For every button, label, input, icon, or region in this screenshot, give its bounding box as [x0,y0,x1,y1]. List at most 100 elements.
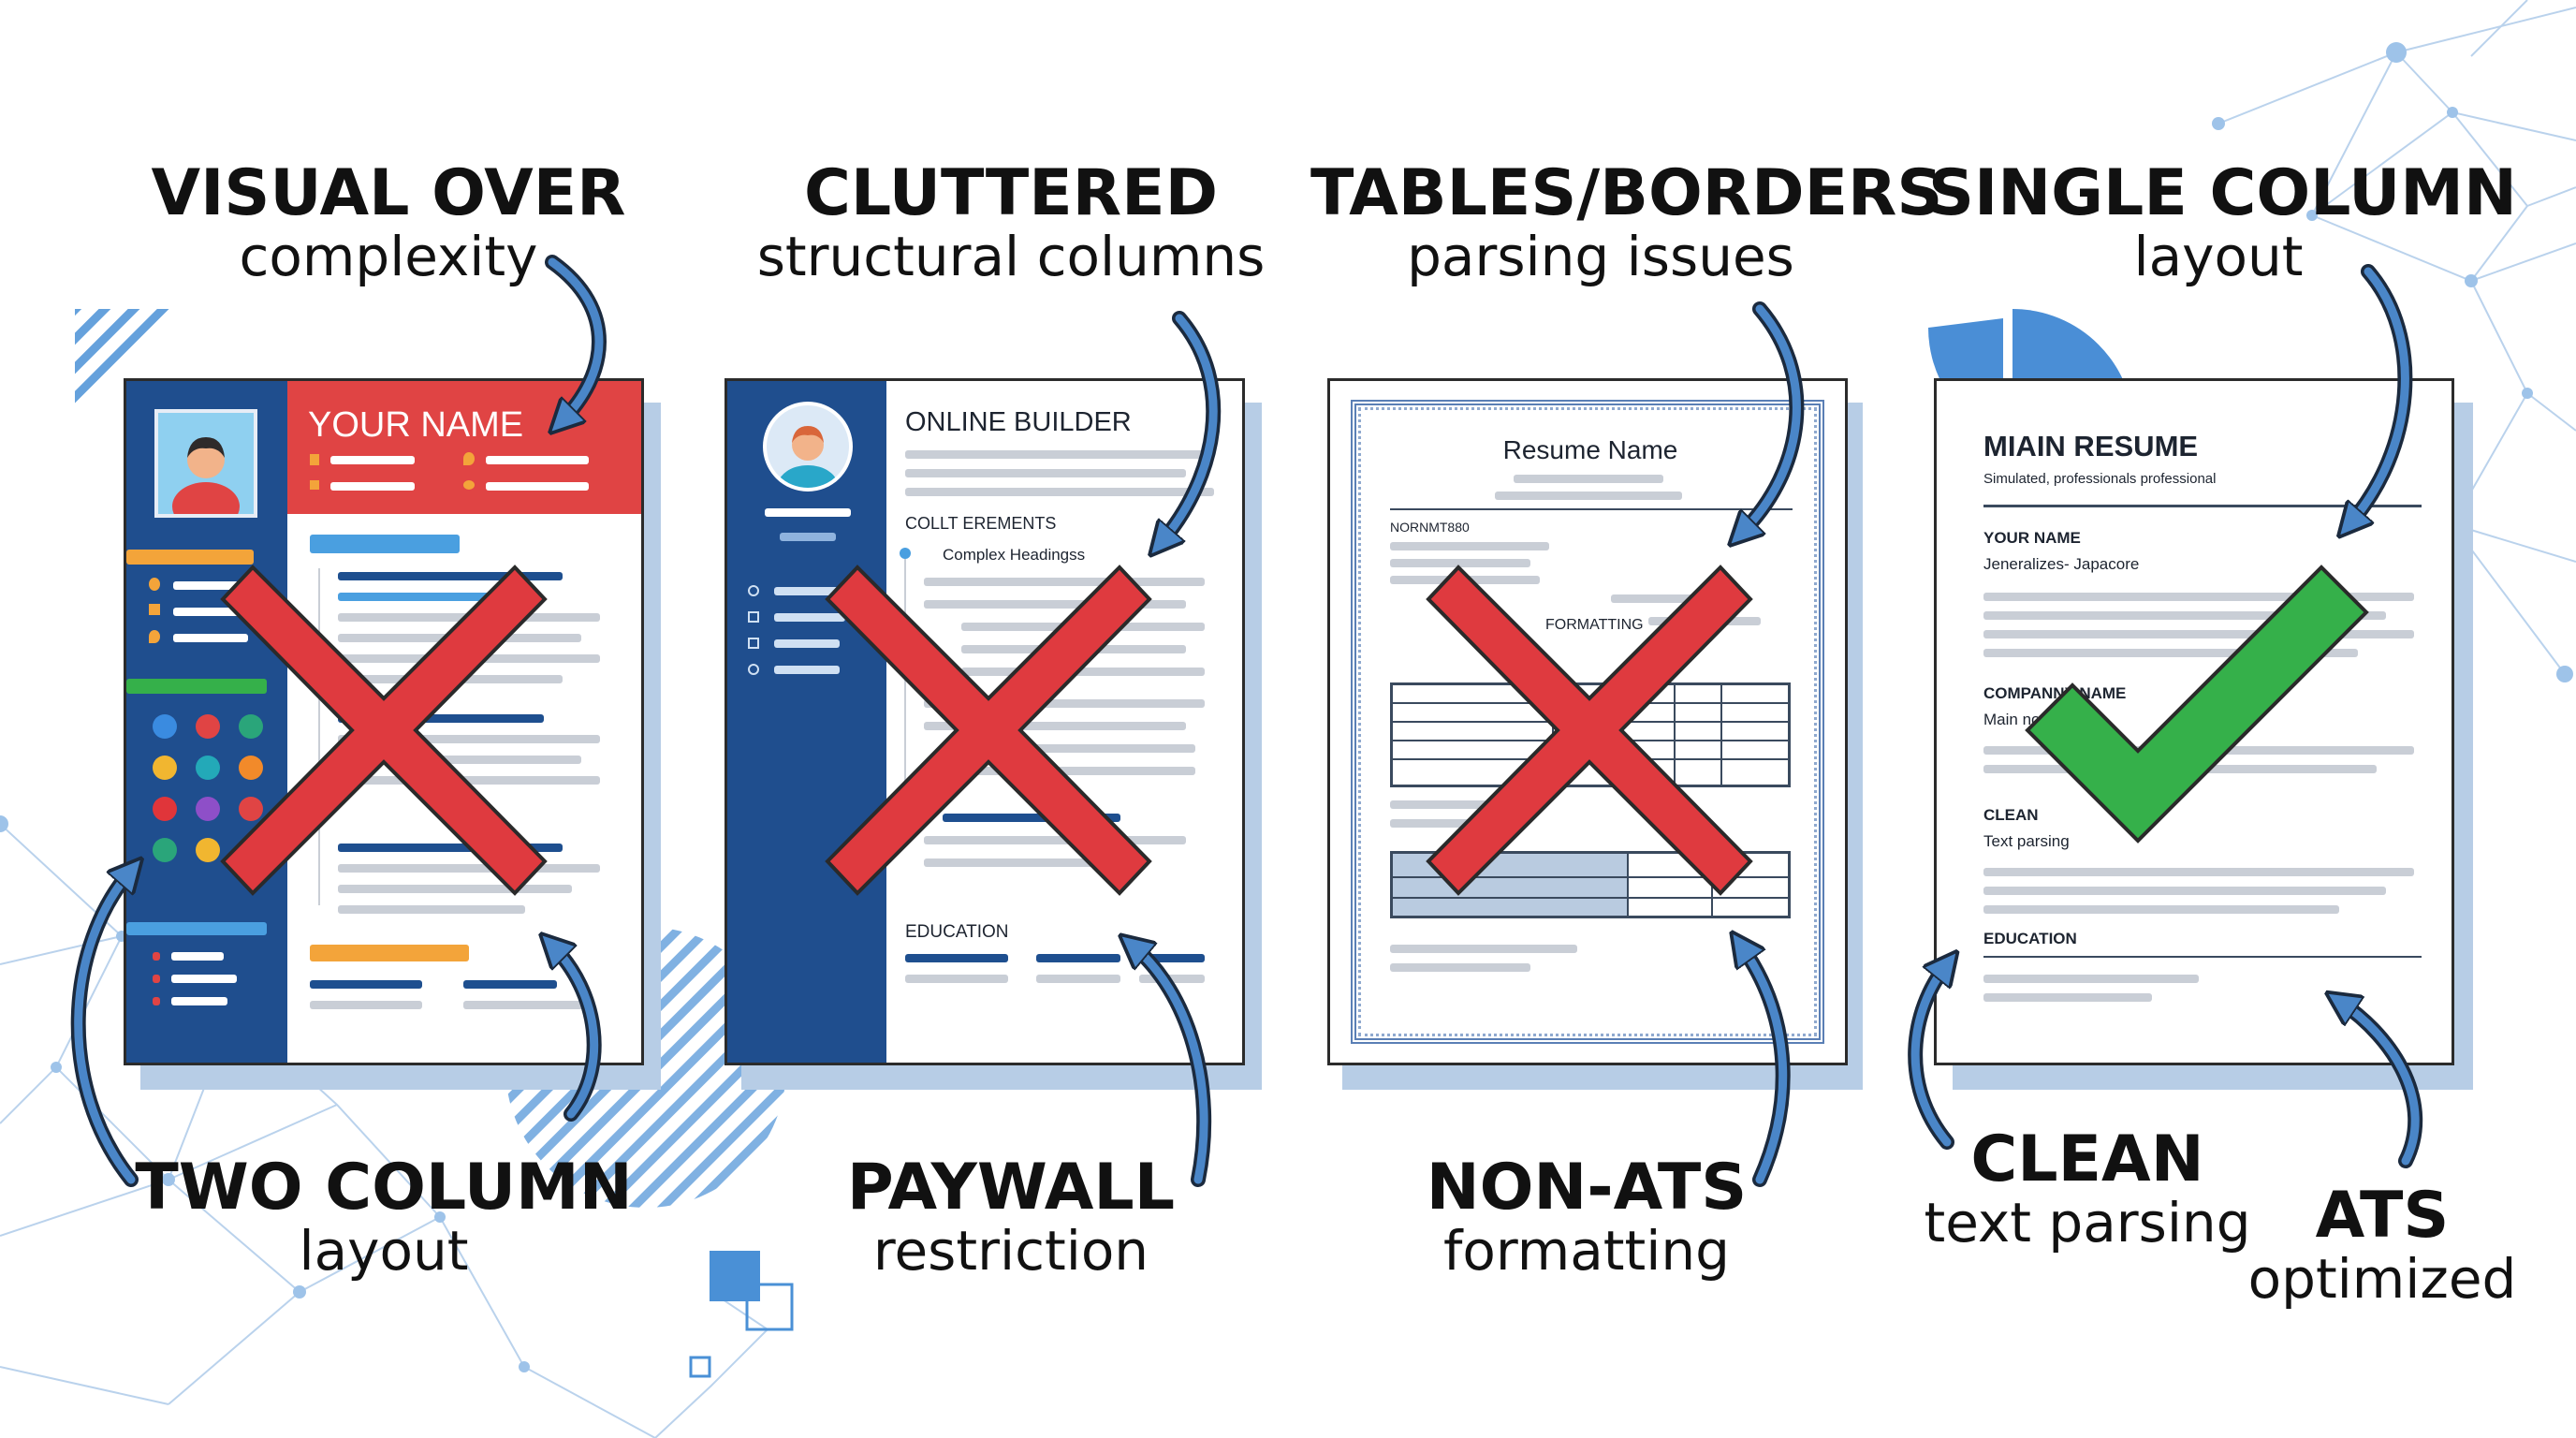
content-line [1495,492,1682,500]
avatar [763,402,853,492]
skill-dot [153,714,177,739]
content-line [1390,800,1540,809]
caption-bold: TABLES/BORDERS [1310,156,1943,230]
web-icon [463,480,475,490]
content-line [1983,905,2339,914]
gear-icon [748,664,759,675]
cross-mark-1 [220,565,548,896]
timeline [318,568,320,905]
arrow [74,871,131,1184]
content-line [961,668,1205,676]
sidebar-line [173,634,248,642]
caption-paywall: PAYWALL restriction [796,1153,1226,1281]
skill-dot [196,756,220,780]
location-icon [463,452,475,465]
caption-cluttered-columns: CLUTTERED structural columns [721,159,1301,286]
content-line [1611,594,1742,603]
section-subtext: Main no [1983,711,2041,728]
section-subtext: Text parsing [1983,832,2070,850]
arrow [1161,314,1218,543]
content-line [310,1001,422,1009]
skill-dot [239,797,263,821]
sidebar-line [171,997,227,1005]
mail-icon [149,604,160,615]
content-line [1983,611,2386,620]
skill-dot [153,797,177,821]
user-icon [149,578,160,591]
skill-dot [239,714,263,739]
sidebar-heading [126,679,267,694]
resume-name: YOUR NAME [308,405,524,445]
sidebar-bullet [153,952,160,961]
skill-dot [239,756,263,780]
phone-icon [748,611,759,623]
content-line [1390,559,1530,567]
caption-normal: layout [2133,225,2304,289]
section-heading: CLEAN [1983,806,2039,824]
content-line [1983,975,2199,983]
content-line [338,776,600,785]
content-line [338,844,563,852]
caption-bold: TWO COLUMN [135,1151,633,1225]
divider [1983,956,2422,958]
section-subtext: Jeneralizes- Japacore [1983,555,2140,573]
content-line [905,488,1214,496]
sidebar-line [173,608,248,616]
section-heading: YOUR NAME [1983,529,2081,547]
section-heading [310,535,460,553]
header-line [486,482,589,491]
content-line [1390,542,1549,550]
caption-normal: restriction [872,1219,1149,1284]
content-line [1983,630,2414,638]
content-line [924,578,1205,586]
content-line [943,814,1120,822]
content-line [1983,868,2414,876]
sidebar-line [171,975,237,983]
timeline-dot [900,548,911,559]
caption-normal: text parsing [1924,1191,2251,1255]
sidebar-line [173,581,248,590]
header-line [330,456,415,464]
content-line [1139,954,1205,962]
avatar [154,409,257,531]
section-label: FORMATTING [1545,617,1644,633]
sidebar-line [780,533,836,541]
content-line [1514,475,1663,483]
header-line [330,482,415,491]
section-heading: COMPANNY NAME [1983,684,2127,702]
avatar-person-icon [778,426,838,488]
cross-mark-2 [825,565,1152,896]
content-line [1983,887,2386,895]
resume-title: ONLINE BUILDER [905,407,1132,437]
caption-bold: VISUAL OVER [151,156,626,230]
mail-icon [748,638,759,649]
content-line [1036,954,1120,962]
caption-clean-text: CLEAN text parsing [1910,1125,2265,1253]
content-line [338,593,525,601]
cross-mark-3 [1426,565,1753,896]
arrow [1133,946,1208,1184]
resume-card-online-builder: ONLINE BUILDER COLLT EREMENTS Complex He… [724,378,1245,1065]
skill-dot [196,838,220,862]
section-label: NORNMT880 [1390,520,1470,535]
contact-icon [310,454,319,465]
decorative-border [1351,400,1824,1044]
resume-subtitle: Simulated, professionals professional [1983,471,2217,487]
resume-title: MIAIN RESUME [1983,430,2199,462]
section-heading: COLLT EREMENTS [905,514,1057,533]
caption-bold: ATS [2315,1179,2450,1253]
sidebar-line [774,587,845,595]
skill-dot [153,838,177,862]
sidebar-bullet [153,997,160,1005]
content-line [924,858,1149,867]
content-line [1983,993,2152,1002]
arrow [2340,1002,2420,1166]
caption-bold: PAYWALL [846,1151,1176,1225]
arrow [2349,267,2409,524]
section-heading [310,945,469,961]
decorative-border-inner [1358,407,1817,1036]
content-line [338,756,581,764]
content-line [1390,963,1530,972]
